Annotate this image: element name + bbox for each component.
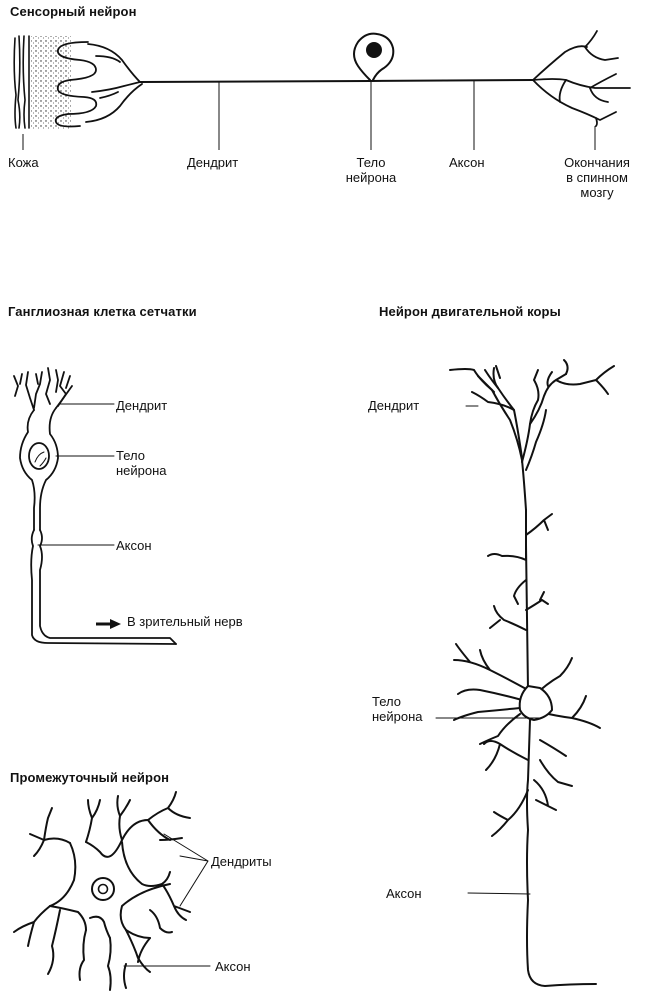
sensory-leader-lines — [22, 80, 596, 150]
ganglion-cell-body-label-line2: нейрона — [116, 463, 167, 478]
motor-cell-body-label: Тело нейрона — [372, 694, 423, 724]
ganglion-dendrite-label: Дендрит — [116, 398, 168, 413]
ganglion-axon-label: Аксон — [116, 538, 152, 553]
motor-cell-body-label-line1: Тело — [372, 694, 401, 709]
right-arrow-icon — [96, 619, 121, 629]
ganglion-cell-body-label: Тело нейрона — [116, 448, 167, 478]
interneuron-dendrites-label: Дендриты — [211, 854, 272, 869]
sensory-dendrite-label: Дендрит — [187, 155, 239, 170]
sensory-cell-body-label-line1: Тело — [356, 155, 386, 170]
motor-dendrite-label: Дендрит — [368, 398, 420, 413]
spinal-cord-endings-label: Окончания в спинном мозгу — [553, 155, 641, 200]
ganglion-cell-title: Ганглиозная клетка сетчатки — [8, 304, 197, 319]
sensory-receptor-endings — [85, 43, 143, 123]
interneuron-title: Промежуточный нейрон — [10, 770, 170, 785]
ganglion-cell-drawing — [13, 367, 177, 645]
spinal-cord-endings-drawing — [532, 30, 631, 127]
sensory-neuron-title: Сенсорный нейрон — [10, 4, 137, 19]
sensory-cell-body-drawing — [353, 32, 395, 81]
motor-cortex-neuron-drawing — [435, 359, 615, 987]
endings-label-line3: мозгу — [580, 185, 614, 200]
skin-dermis-texture — [31, 36, 71, 130]
sensory-neuron-drawing — [13, 30, 631, 150]
skin-papillae — [54, 41, 98, 128]
endings-label-line1: Окончания — [564, 155, 630, 170]
motor-cell-body-label-line2: нейрона — [372, 709, 423, 724]
sensory-cell-body-label: Тело нейрона — [336, 155, 406, 185]
skin-label: Кожа — [8, 155, 39, 170]
skin-drawing — [13, 35, 30, 129]
ganglion-cell-body-label-line1: Тело — [116, 448, 145, 463]
interneuron-drawing — [13, 791, 211, 991]
sensory-axon-label: Аксон — [449, 155, 485, 170]
motor-axon-label: Аксон — [386, 886, 422, 901]
optic-nerve-label: В зрительный нерв — [127, 614, 243, 629]
motor-cortex-neuron-title: Нейрон двигательной коры — [379, 304, 561, 319]
interneuron-axon-label: Аксон — [215, 959, 251, 974]
sensory-cell-body-label-line2: нейрона — [345, 170, 397, 185]
endings-label-line2: в спинном — [566, 170, 628, 185]
